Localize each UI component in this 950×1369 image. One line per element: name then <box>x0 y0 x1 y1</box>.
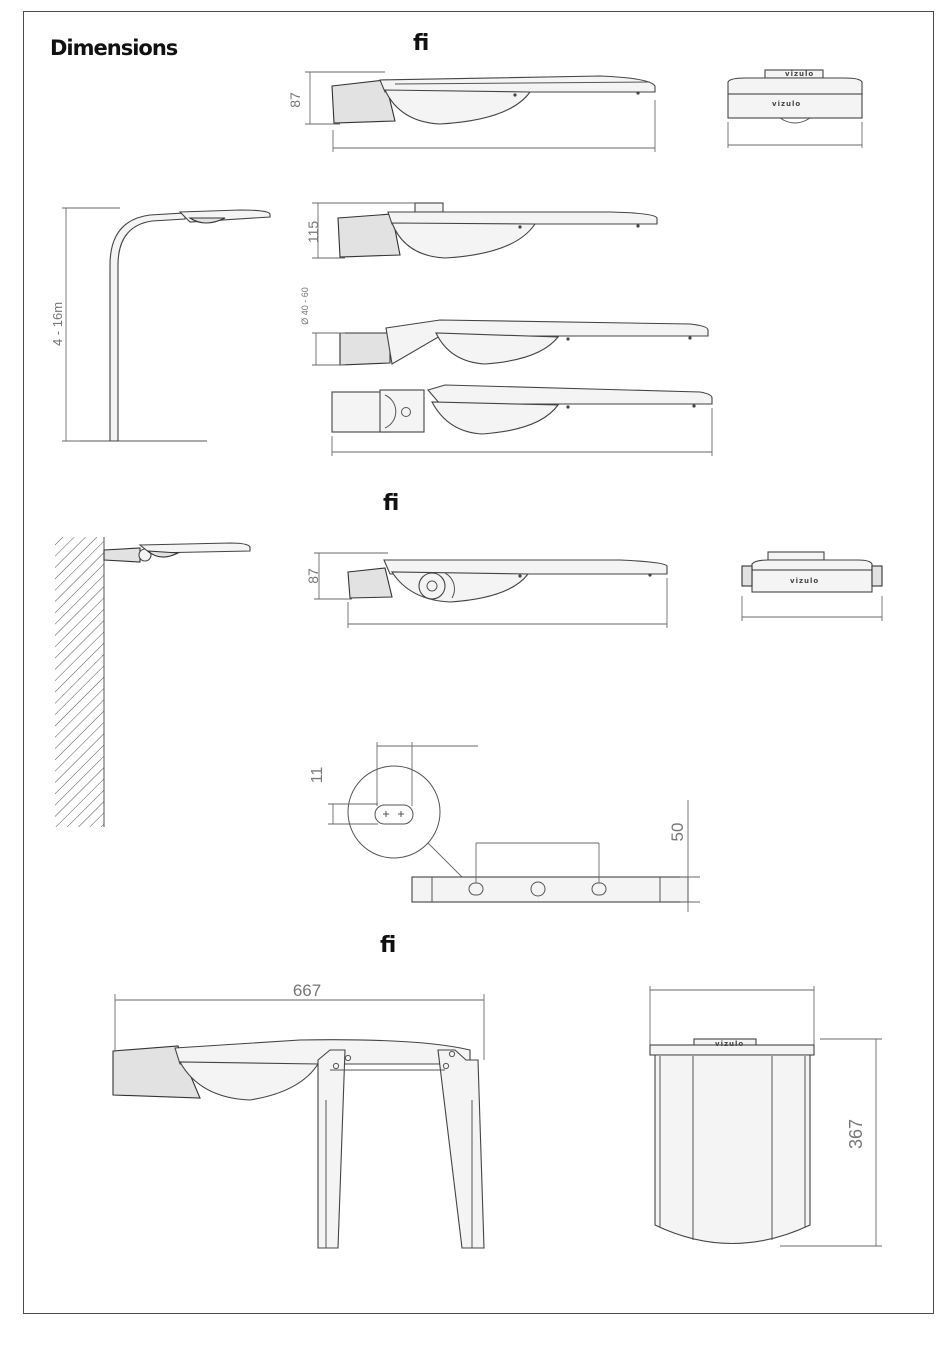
dimension-label-87-top: 87 <box>287 92 303 108</box>
dimension-label-87-wall: 87 <box>305 568 321 584</box>
brand-label-wall: vizulo <box>790 577 819 585</box>
dimension-label-50: 50 <box>668 823 687 842</box>
luminaire-end-view-wall: vizulo <box>742 552 882 621</box>
pole-mount-view: 4 - 16m <box>50 208 270 441</box>
dimension-label-115: 115 <box>305 221 321 244</box>
dimension-label-367: 367 <box>846 1119 866 1149</box>
luminaire-end-view-large: vizulo 367 <box>650 986 882 1246</box>
luminaire-side-view-115: 115 <box>305 203 657 258</box>
luminaire-end-view-top: vizulo vizulo <box>728 70 862 148</box>
dimension-label-diameter: Ø 40 - 60 <box>300 287 310 325</box>
brand-label-top: vizulo <box>785 70 814 78</box>
mounting-bracket-detail: 11 50 <box>309 742 700 912</box>
luminaire-side-view-top <box>332 76 655 124</box>
dimension-label-11: 11 <box>309 767 326 784</box>
dimension-label-pole-height: 4 - 16m <box>50 302 65 346</box>
dimension-label-667: 667 <box>293 981 321 1000</box>
brand-label-large: vizulo <box>715 1040 744 1048</box>
wall-mount-view <box>55 537 250 827</box>
luminaire-side-view-bracket <box>332 385 712 456</box>
luminaire-side-view-wall: 87 <box>305 553 667 628</box>
luminaire-side-view-large: 667 <box>113 981 484 1248</box>
luminaire-side-view-spigot: Ø 40 - 60 <box>300 287 708 365</box>
brand-label-front: vizulo <box>772 100 801 108</box>
